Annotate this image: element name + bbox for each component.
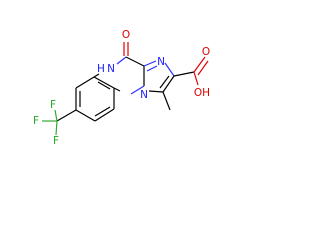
lactam-ring <box>93 56 145 95</box>
bridgehead-nitrogen-label: N <box>140 89 148 101</box>
carbonyl-bond <box>123 42 129 56</box>
fluorine-top-label: F <box>50 99 56 111</box>
hydroxyl-label: OH <box>194 87 210 99</box>
imidazole-ring <box>143 60 175 93</box>
methyl-bond <box>162 91 171 111</box>
nh-nitrogen-label: N <box>107 63 115 75</box>
fluorine-bottom-label: F <box>53 135 59 147</box>
carbonyl-oxygen-label: O <box>122 29 130 41</box>
carboxyl-group <box>173 56 209 86</box>
nh-hydrogen-label: H <box>97 63 105 75</box>
acid-oxygen-label: O <box>202 46 210 58</box>
trifluoromethyl-group <box>42 109 77 136</box>
fluorine-left-label: F <box>33 115 39 127</box>
imidazole-nitrogen-label: N <box>157 56 165 68</box>
molecule-structure: O H N N N O OH F F F <box>33 29 210 147</box>
benzene-ring <box>75 76 115 122</box>
